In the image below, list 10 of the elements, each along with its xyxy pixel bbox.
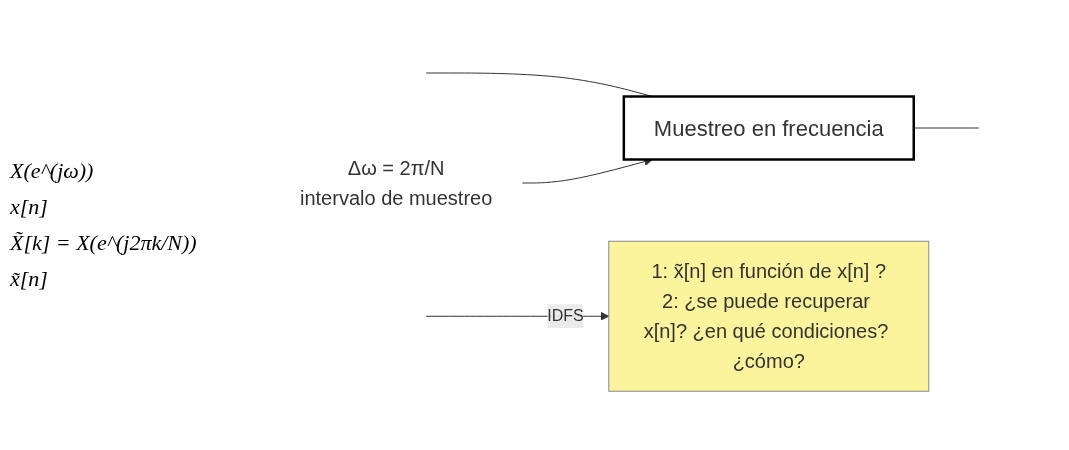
signal-label: X(e^(jω)) [10,158,95,184]
signal-label: X̃[k] = X(e^(j2πk/N)) [10,230,198,256]
signal-label: x̃[n] [10,266,49,292]
signal-label: x[n] [10,194,49,220]
node-box: Muestreo en frecuencia [622,95,916,162]
node-label: intervalo de muestreo [300,187,493,210]
node-box: 1: x̃[n] en función de x[n] ? 2: ¿se puede recuperar x[n]? ¿en qué condiciones? ¿cómo? [608,241,930,393]
connector [913,127,980,129]
node-text: Δω = 2π/N [347,157,445,180]
edge-label: IDFS [547,307,584,325]
